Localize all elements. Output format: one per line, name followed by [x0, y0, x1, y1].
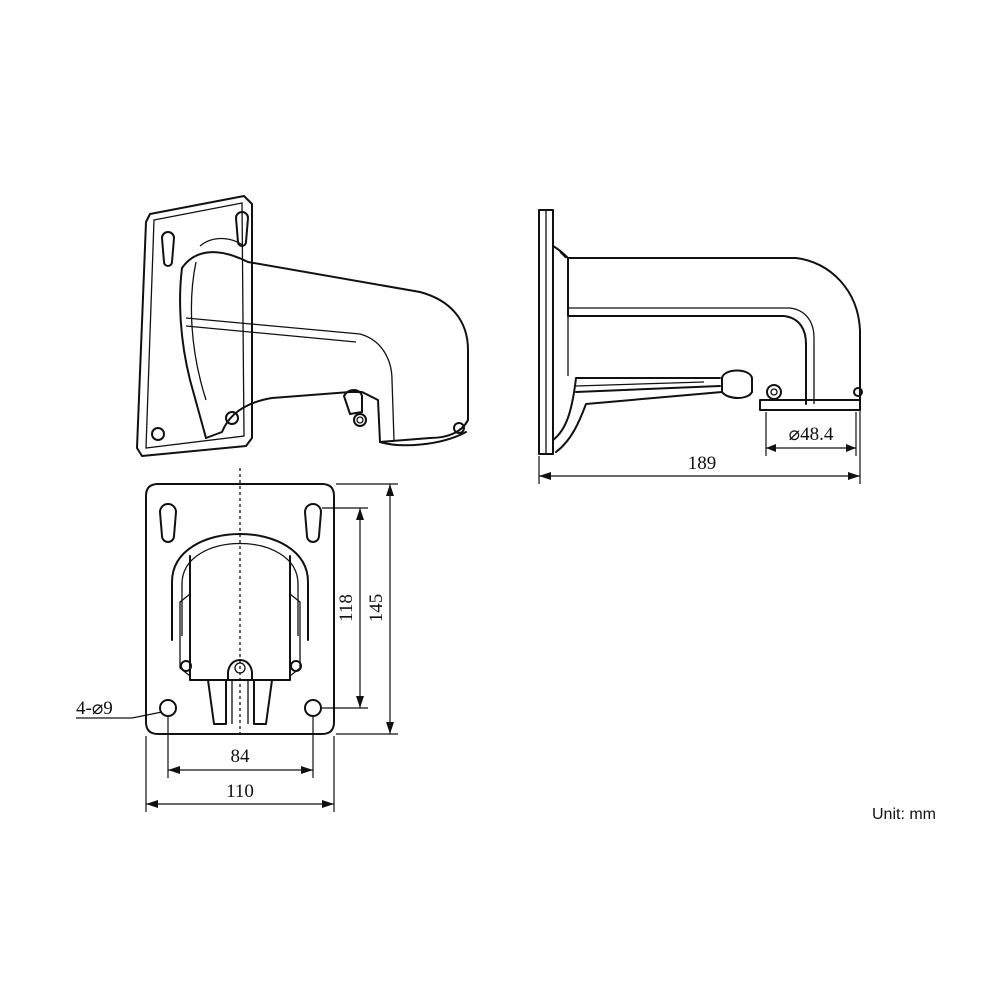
- dimension-pipe-diameter: ⌀48.4: [765, 412, 857, 456]
- holes-label: 4-⌀9: [76, 698, 113, 719]
- dimension-depth: 189: [538, 410, 861, 484]
- plate-height-label: 145: [366, 594, 387, 623]
- side-view: [538, 209, 863, 455]
- unit-label: Unit: mm: [872, 806, 936, 823]
- perspective-view: [136, 195, 469, 457]
- depth-label: 189: [688, 453, 717, 474]
- hole-spacing-vertical-label: 118: [336, 594, 357, 622]
- dimension-plate-width: 110: [145, 736, 335, 812]
- pipe-diameter-label: ⌀48.4: [789, 424, 834, 445]
- holes-callout: 4-⌀9: [76, 698, 163, 719]
- hole-spacing-horizontal-label: 84: [231, 746, 251, 767]
- dimension-hole-spacing-vertical: 118: [322, 507, 368, 709]
- dimension-plate-height: 145: [336, 483, 398, 735]
- dimension-hole-spacing-horizontal: 84: [167, 716, 314, 778]
- front-view: [145, 468, 335, 736]
- plate-width-label: 110: [226, 781, 254, 802]
